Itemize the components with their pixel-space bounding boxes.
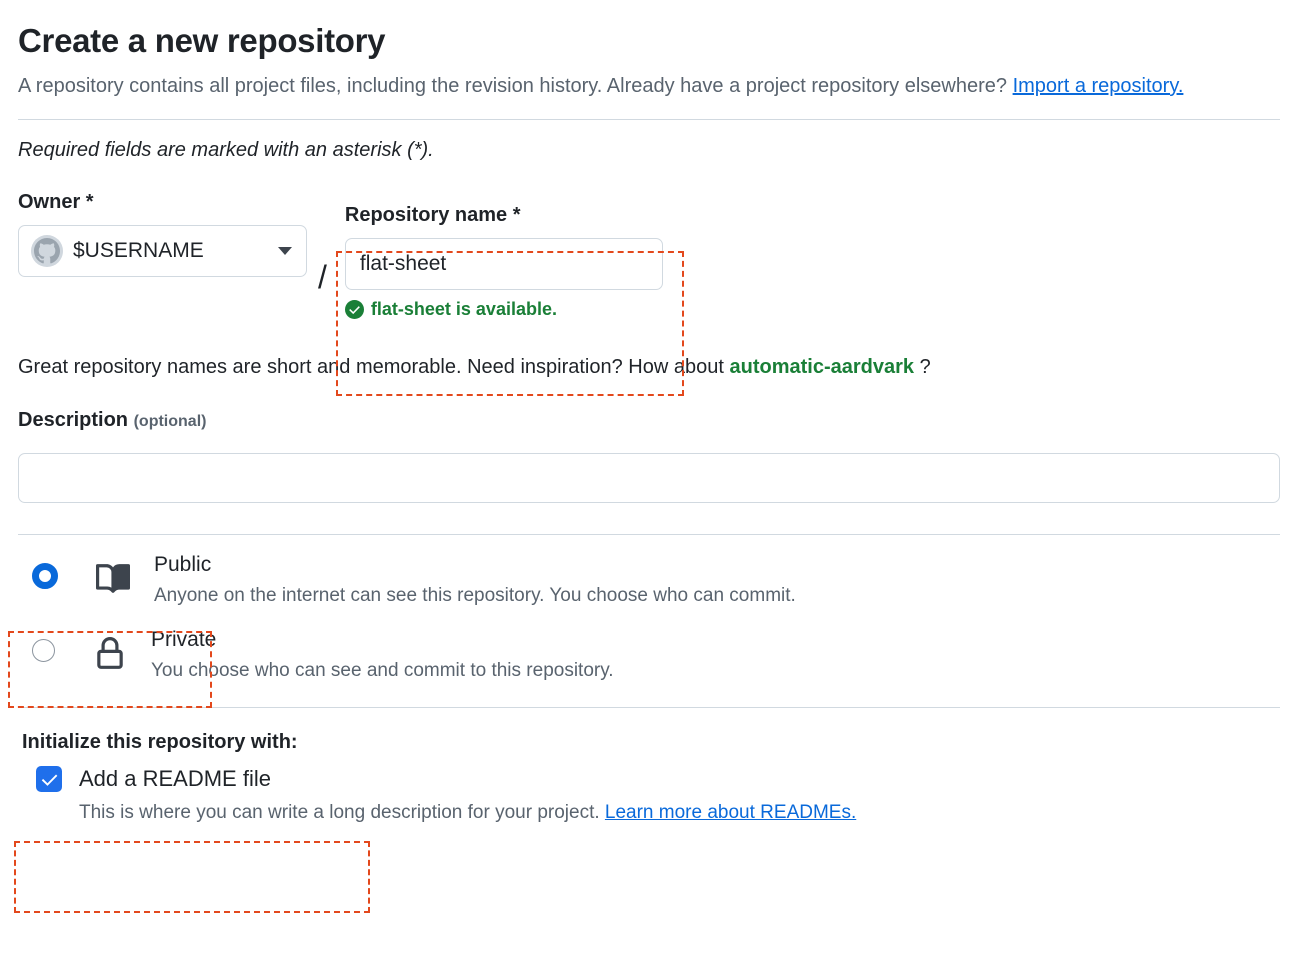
readme-checkbox[interactable]: [36, 766, 62, 793]
check-circle-icon: [344, 300, 364, 320]
divider-top: [18, 119, 1280, 121]
checkmark-icon: [41, 774, 57, 786]
owner-label: Owner *: [18, 191, 94, 214]
repository-availability: flat-sheet is available.: [344, 299, 664, 320]
visibility-private-description: You choose who can see and commit to thi…: [151, 659, 614, 681]
lock-icon: [93, 637, 129, 676]
name-suggestion-suffix: ?: [914, 356, 931, 379]
repository-name-field: Repository name * flat-sheet is availabl…: [333, 190, 681, 334]
description-field: Description (optional): [18, 408, 1280, 504]
readme-checkbox-row[interactable]: Add a README file: [18, 766, 1280, 793]
page-description: A repository contains all project files,…: [18, 70, 1198, 102]
divider-visibility: [18, 534, 1280, 536]
description-input[interactable]: [18, 453, 1280, 504]
readme-help-prefix: This is where you can write a long descr…: [79, 802, 605, 824]
visibility-option-private[interactable]: Private You choose who can see and commi…: [18, 626, 1280, 685]
owner-field: Owner * $USERNAME: [18, 190, 308, 278]
visibility-private-text: Private You choose who can see and commi…: [151, 626, 614, 685]
repository-name-label: Repository name *: [344, 204, 521, 227]
visibility-public-description: Anyone on the internet can see this repo…: [154, 584, 796, 606]
visibility-section: Public Anyone on the internet can see th…: [18, 551, 1280, 685]
repository-name-input[interactable]: [344, 238, 663, 291]
divider-initialize: [18, 707, 1280, 709]
initialize-section: Initialize this repository with: Add a R…: [18, 731, 1280, 824]
radio-private[interactable]: [32, 639, 55, 663]
visibility-option-public[interactable]: Public Anyone on the internet can see th…: [18, 551, 1280, 610]
owner-name-separator: /: [318, 258, 327, 295]
initialize-readme-annotation: [14, 841, 370, 913]
radio-public[interactable]: [32, 563, 58, 590]
description-label: Description (optional): [18, 408, 1280, 432]
repo-book-icon: [96, 562, 132, 601]
owner-and-name-row: Owner * $USERNAME / Repository name *: [18, 190, 1280, 334]
name-suggestion: Great repository names are short and mem…: [18, 356, 1280, 379]
description-label-text: Description: [18, 409, 129, 432]
readme-checkbox-label: Add a README file: [79, 766, 271, 792]
repository-availability-text: flat-sheet is available.: [370, 299, 557, 320]
initialize-title: Initialize this repository with:: [22, 731, 298, 754]
visibility-private-title: Private: [151, 628, 217, 652]
owner-select[interactable]: $USERNAME: [18, 225, 307, 278]
readme-help-text: This is where you can write a long descr…: [18, 802, 1280, 824]
required-fields-note: Required fields are marked with an aster…: [18, 139, 434, 162]
description-optional-tag: (optional): [133, 413, 207, 431]
page-description-text: A repository contains all project files,…: [18, 74, 1013, 97]
learn-more-readmes-link[interactable]: Learn more about READMEs.: [604, 802, 857, 824]
suggested-name[interactable]: automatic-aardvark: [729, 356, 915, 379]
name-suggestion-prefix: Great repository names are short and mem…: [18, 356, 730, 379]
github-octocat-avatar: [31, 235, 63, 268]
visibility-public-text: Public Anyone on the internet can see th…: [154, 551, 796, 610]
chevron-down-icon: [278, 247, 292, 256]
owner-name-value: $USERNAME: [73, 239, 204, 263]
visibility-public-title: Public: [154, 553, 212, 577]
import-repository-link[interactable]: Import a repository.: [1012, 74, 1184, 97]
page-title: Create a new repository: [18, 22, 386, 59]
